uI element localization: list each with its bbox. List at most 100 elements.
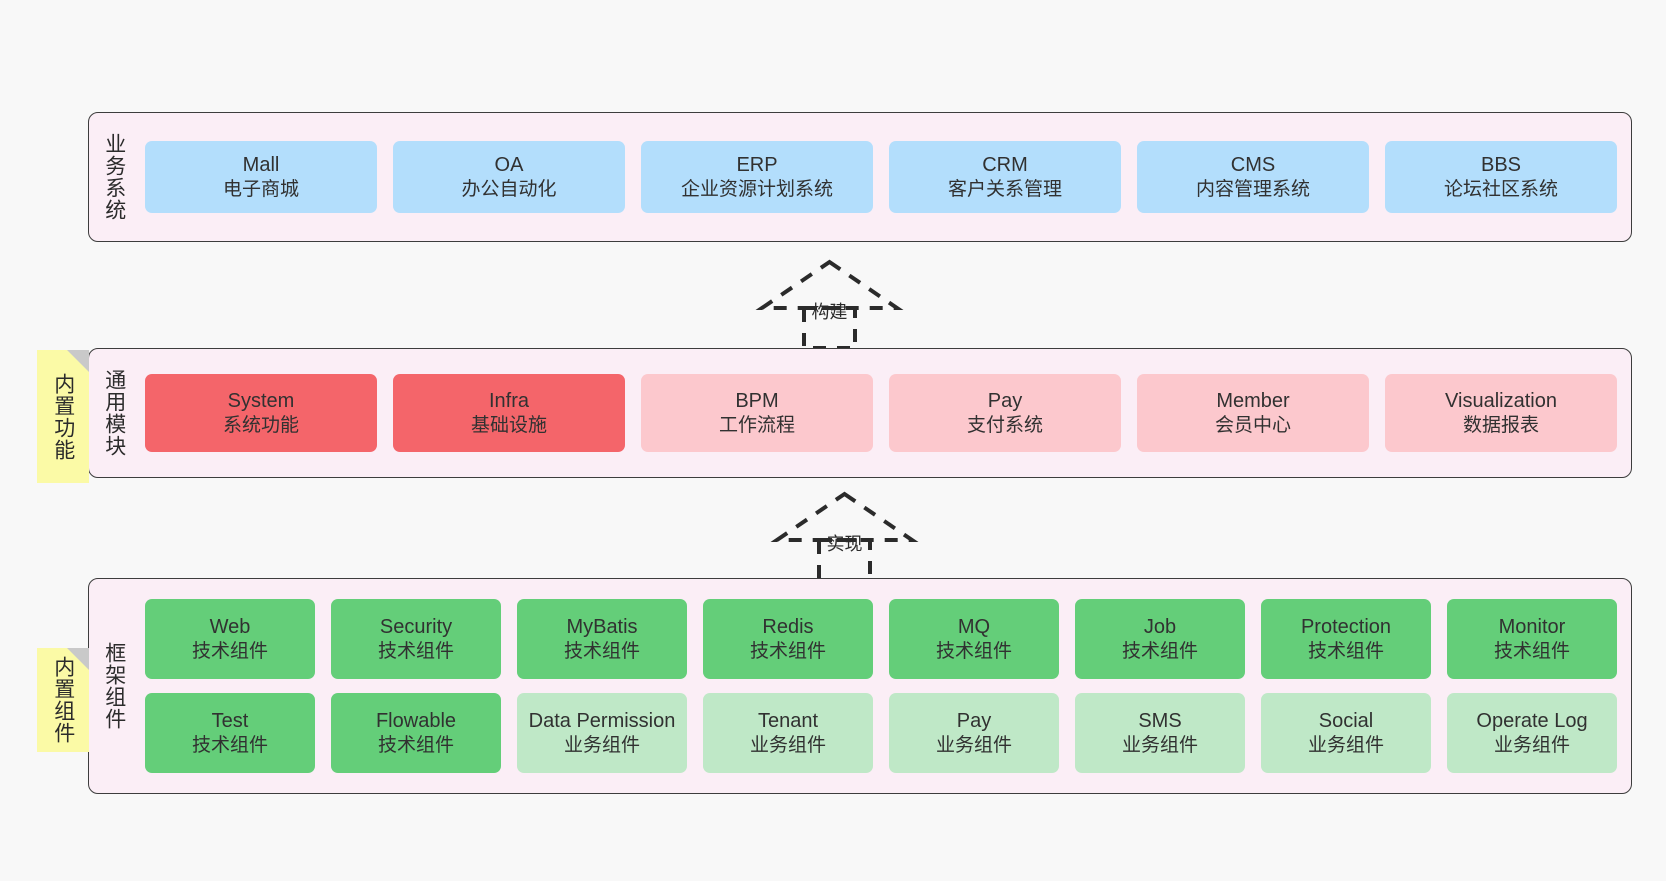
box-data-permission-cn: 业务组件 (563, 734, 640, 756)
box-job-cn: 技术组件 (1121, 640, 1198, 662)
layer-title-framework: 框架组件 (102, 642, 126, 730)
box-monitor[interactable]: Monitor 技术组件 (1447, 599, 1617, 679)
box-cms-en: CMS (1230, 153, 1276, 176)
box-erp[interactable]: ERP 企业资源计划系统 (641, 141, 873, 213)
box-system-cn: 系统功能 (222, 414, 299, 436)
box-pay-component-en: Pay (956, 709, 992, 732)
box-bbs[interactable]: BBS 论坛社区系统 (1385, 141, 1617, 213)
arrow-build-label: 构建 (811, 302, 848, 322)
box-tenant-cn: 业务组件 (749, 734, 826, 756)
box-security[interactable]: Security 技术组件 (331, 599, 501, 679)
box-infra[interactable]: Infra 基础设施 (393, 374, 625, 452)
box-mybatis-cn: 技术组件 (563, 640, 640, 662)
box-member[interactable]: Member 会员中心 (1137, 374, 1369, 452)
arrow-stem (802, 306, 857, 350)
box-tenant-en: Tenant (757, 709, 819, 732)
layer-title-business: 业务系统 (102, 133, 126, 221)
box-data-permission[interactable]: Data Permission 业务组件 (517, 693, 687, 773)
box-test-cn: 技术组件 (191, 734, 268, 756)
box-sms[interactable]: SMS 业务组件 (1075, 693, 1245, 773)
layer-body-business: Mall 电子商城 OA 办公自动化 ERP 企业资源计划系统 CRM 客户关系… (139, 113, 1631, 241)
box-oa[interactable]: OA 办公自动化 (393, 141, 625, 213)
box-pay-module-cn: 支付系统 (966, 414, 1043, 436)
box-mybatis-en: MyBatis (566, 615, 638, 638)
box-bpm-en: BPM (735, 389, 779, 412)
box-monitor-cn: 技术组件 (1493, 640, 1570, 662)
box-mq-en: MQ (957, 615, 991, 638)
box-sms-en: SMS (1138, 709, 1182, 732)
box-protection-cn: 技术组件 (1307, 640, 1384, 662)
box-bpm[interactable]: BPM 工作流程 (641, 374, 873, 452)
box-monitor-en: Monitor (1498, 615, 1566, 638)
box-bbs-cn: 论坛社区系统 (1443, 178, 1558, 200)
layer-common-module[interactable]: 通用模块 System 系统功能 Infra 基础设施 BPM 工作流程 Pay… (88, 348, 1632, 478)
box-system[interactable]: System 系统功能 (145, 374, 377, 452)
box-test[interactable]: Test 技术组件 (145, 693, 315, 773)
box-redis-en: Redis (762, 615, 814, 638)
box-security-cn: 技术组件 (377, 640, 454, 662)
box-crm[interactable]: CRM 客户关系管理 (889, 141, 1121, 213)
box-job-en: Job (1143, 615, 1177, 638)
arrow-realize: 实现 (770, 491, 919, 582)
arrow-realize-label: 实现 (826, 534, 863, 554)
box-erp-en: ERP (736, 153, 778, 176)
box-pay-module-en: Pay (987, 389, 1023, 412)
box-redis-cn: 技术组件 (749, 640, 826, 662)
box-flowable[interactable]: Flowable 技术组件 (331, 693, 501, 773)
note-builtin-function: 内置功能 (37, 350, 89, 483)
box-system-en: System (227, 389, 295, 412)
box-operate-log-cn: 业务组件 (1493, 734, 1570, 756)
box-pay-component[interactable]: Pay 业务组件 (889, 693, 1059, 773)
box-web-cn: 技术组件 (191, 640, 268, 662)
box-infra-en: Infra (488, 389, 530, 412)
box-operate-log[interactable]: Operate Log 业务组件 (1447, 693, 1617, 773)
box-security-en: Security (379, 615, 453, 638)
row-framework-2: Test 技术组件 Flowable 技术组件 Data Permission … (145, 693, 1617, 773)
box-test-en: Test (211, 709, 249, 732)
box-pay-component-cn: 业务组件 (935, 734, 1012, 756)
row-business-1: Mall 电子商城 OA 办公自动化 ERP 企业资源计划系统 CRM 客户关系… (145, 141, 1617, 213)
box-mall-en: Mall (242, 153, 280, 176)
box-mall-cn: 电子商城 (222, 178, 299, 200)
box-protection-en: Protection (1300, 615, 1392, 638)
box-mq[interactable]: MQ 技术组件 (889, 599, 1059, 679)
row-common-1: System 系统功能 Infra 基础设施 BPM 工作流程 Pay 支付系统… (145, 374, 1617, 452)
box-social[interactable]: Social 业务组件 (1261, 693, 1431, 773)
box-erp-cn: 企业资源计划系统 (680, 178, 833, 200)
layer-framework-component[interactable]: 框架组件 Web 技术组件 Security 技术组件 MyBatis 技术组件… (88, 578, 1632, 794)
box-bbs-en: BBS (1480, 153, 1522, 176)
box-job[interactable]: Job 技术组件 (1075, 599, 1245, 679)
box-protection[interactable]: Protection 技术组件 (1261, 599, 1431, 679)
box-mall[interactable]: Mall 电子商城 (145, 141, 377, 213)
box-bpm-cn: 工作流程 (718, 414, 795, 436)
box-social-en: Social (1318, 709, 1374, 732)
box-redis[interactable]: Redis 技术组件 (703, 599, 873, 679)
box-tenant[interactable]: Tenant 业务组件 (703, 693, 873, 773)
box-crm-en: CRM (982, 153, 1028, 176)
layer-business-system[interactable]: 业务系统 Mall 电子商城 OA 办公自动化 ERP 企业资源计划系统 CRM… (88, 112, 1632, 242)
box-operate-log-en: Operate Log (1476, 709, 1588, 732)
box-pay-module[interactable]: Pay 支付系统 (889, 374, 1121, 452)
note-builtin-function-label: 内置功能 (51, 372, 75, 461)
box-web-en: Web (209, 615, 251, 638)
box-flowable-en: Flowable (375, 709, 457, 732)
box-cms[interactable]: CMS 内容管理系统 (1137, 141, 1369, 213)
box-visualization-cn: 数据报表 (1462, 414, 1539, 436)
box-visualization[interactable]: Visualization 数据报表 (1385, 374, 1617, 452)
arrow-stem (817, 538, 872, 582)
box-data-permission-en: Data Permission (528, 709, 676, 732)
box-mybatis[interactable]: MyBatis 技术组件 (517, 599, 687, 679)
layer-body-common: System 系统功能 Infra 基础设施 BPM 工作流程 Pay 支付系统… (139, 349, 1631, 477)
box-oa-cn: 办公自动化 (461, 178, 557, 200)
arrow-build: 构建 (755, 259, 904, 350)
note-builtin-component-label: 内置组件 (51, 656, 75, 744)
box-flowable-cn: 技术组件 (377, 734, 454, 756)
note-builtin-component: 内置组件 (37, 648, 89, 752)
row-framework-1: Web 技术组件 Security 技术组件 MyBatis 技术组件 Redi… (145, 599, 1617, 679)
box-cms-cn: 内容管理系统 (1195, 178, 1310, 200)
box-member-en: Member (1216, 389, 1290, 412)
box-web[interactable]: Web 技术组件 (145, 599, 315, 679)
box-member-cn: 会员中心 (1214, 414, 1291, 436)
box-mq-cn: 技术组件 (935, 640, 1012, 662)
